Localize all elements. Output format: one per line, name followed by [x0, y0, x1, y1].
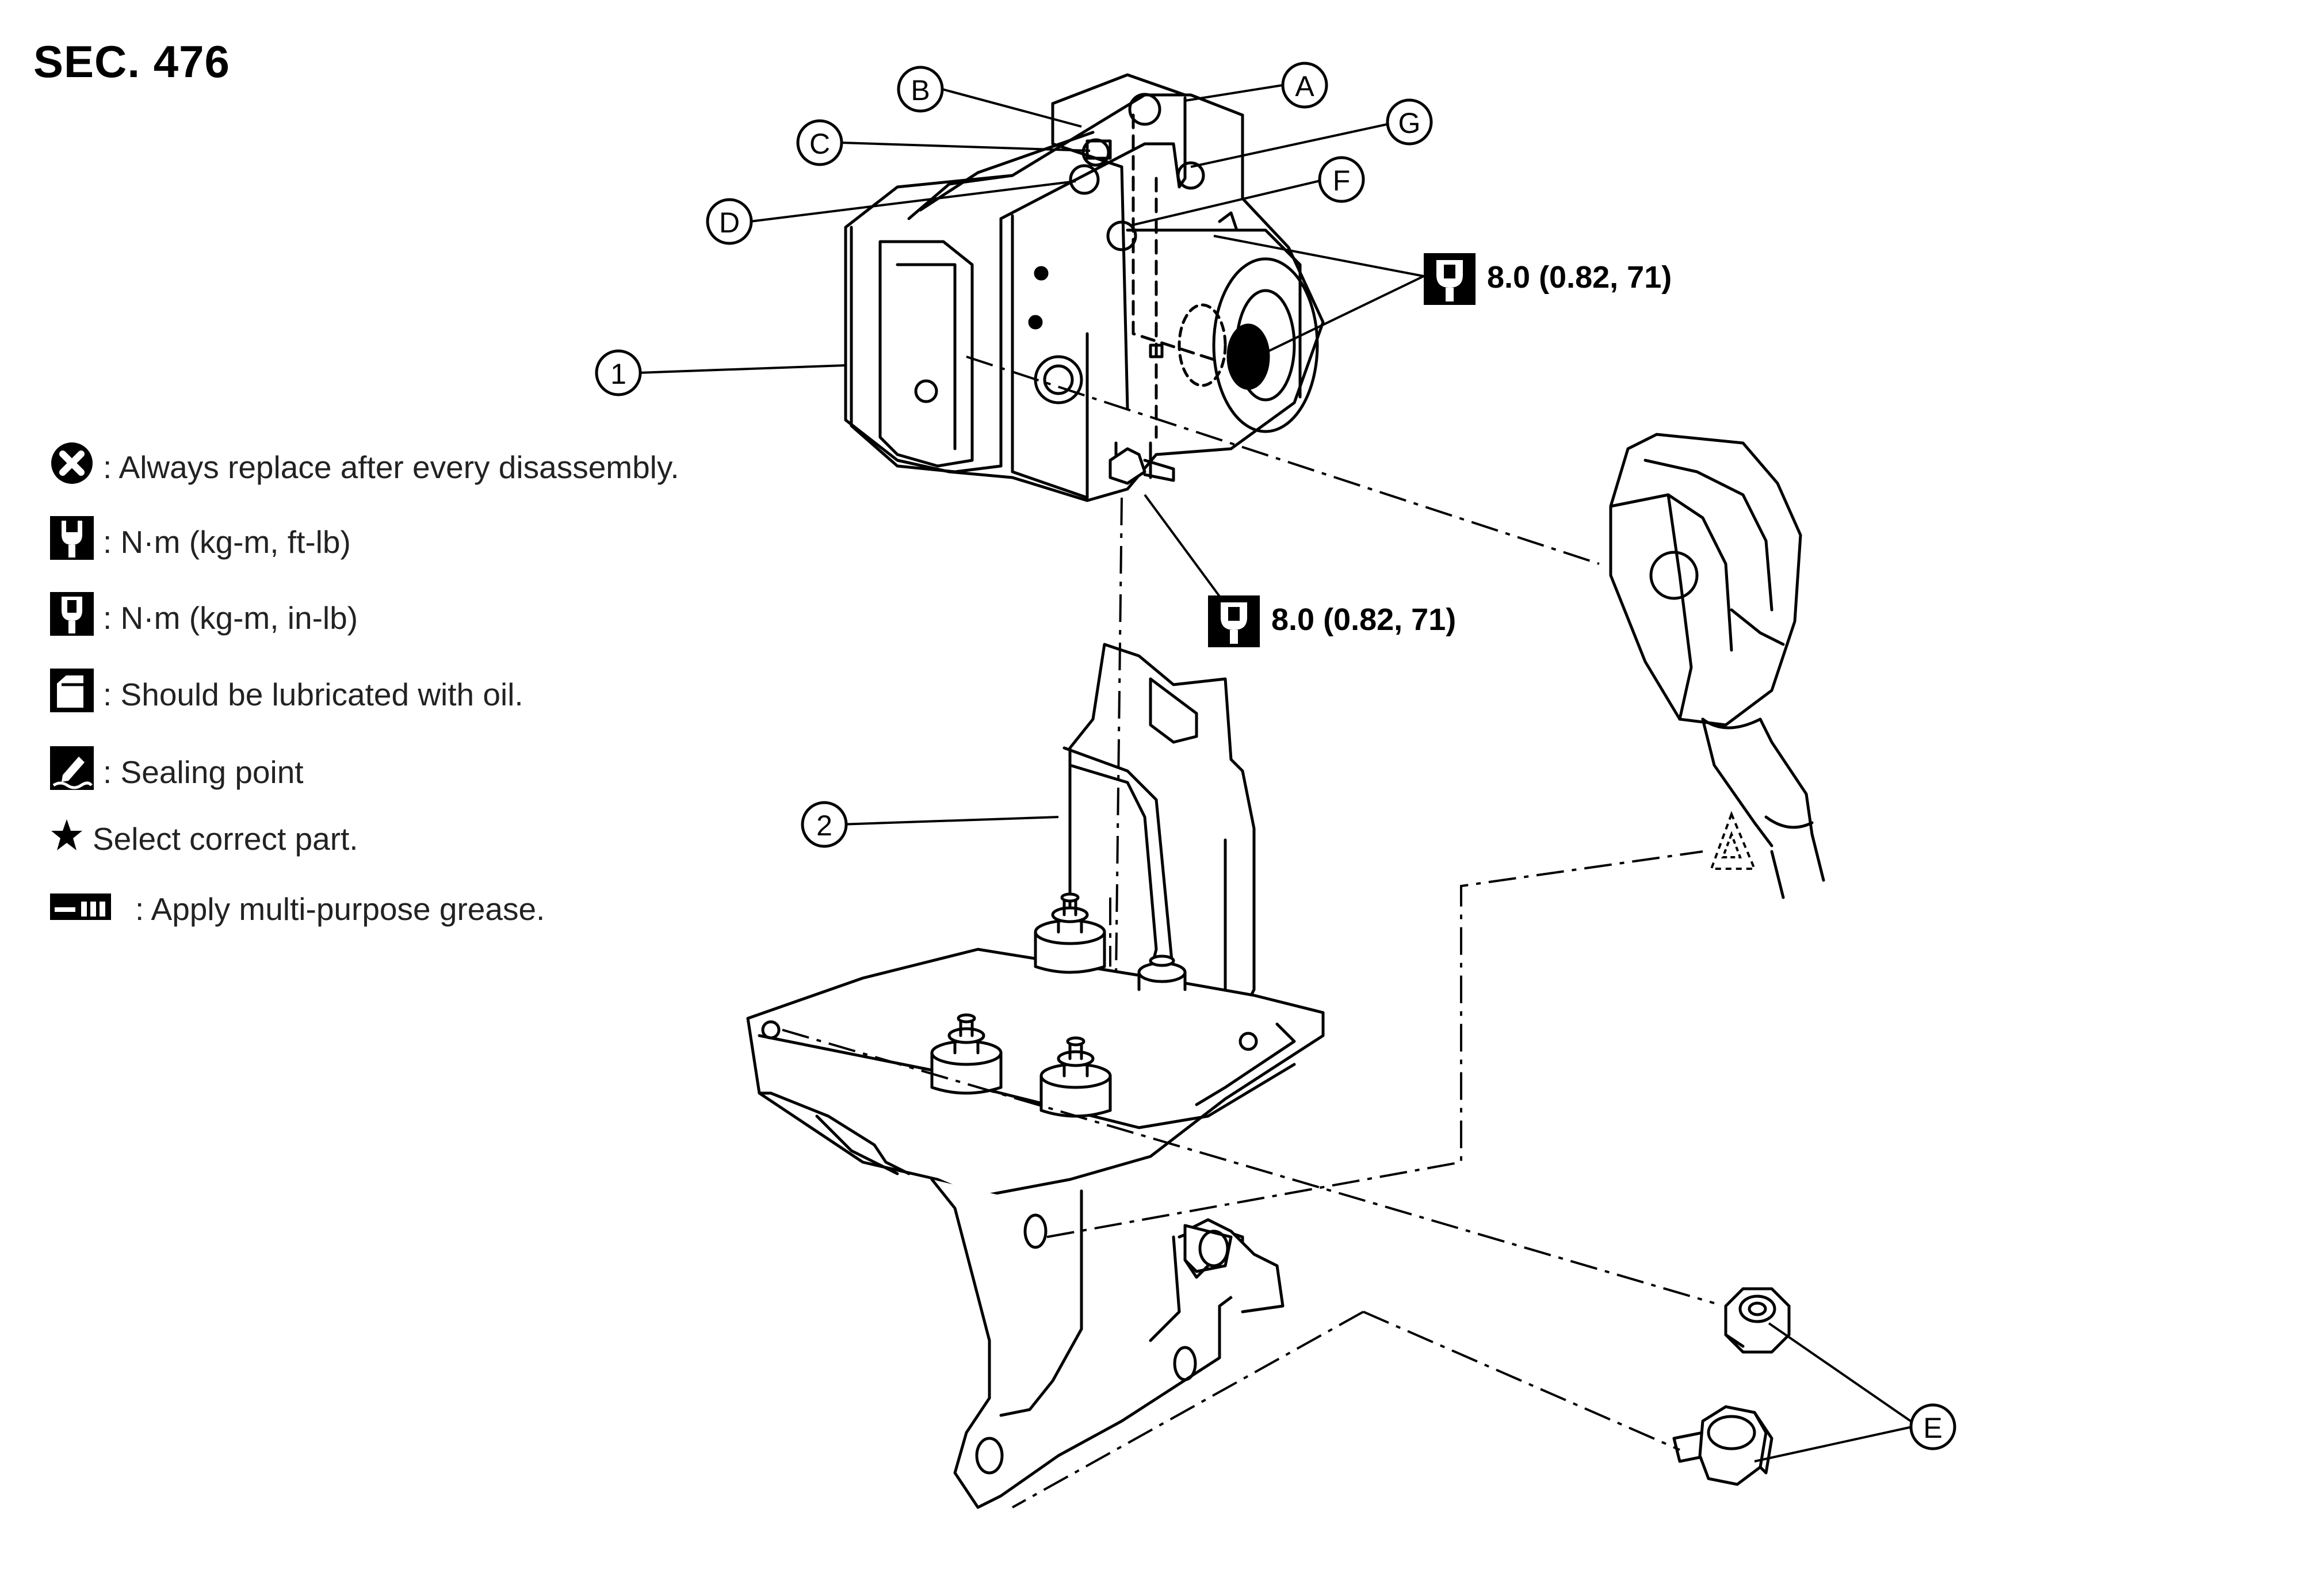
triangle-marker: [1710, 811, 1757, 870]
assembly-lines: [782, 356, 1715, 1509]
torque-spec-upper: 8.0 (0.82, 71): [1424, 253, 1672, 305]
callout-2: 2: [816, 809, 832, 842]
callout-a: A: [1295, 70, 1314, 102]
circle-x-icon: [49, 440, 95, 494]
legend-item-select: Select correct part.: [49, 817, 358, 860]
callout-g-circle: [1386, 98, 1433, 146]
callout-e-circle: [1909, 1403, 1956, 1450]
callout-c-circle: [796, 119, 843, 166]
torque-value-lower: 8.0 (0.82, 71): [1271, 602, 1456, 637]
legend-item-oil: : Should be lubricated with oil.: [49, 667, 523, 721]
legend-item-sealing: : Sealing point: [49, 745, 304, 799]
legend-text-replace: : Always replace after every disassembly…: [103, 449, 679, 485]
grease-icon: [49, 888, 112, 930]
callout-e: E: [1923, 1412, 1942, 1444]
callout-1: 1: [610, 358, 626, 390]
legend-item-grease: : Apply multi-purpose grease.: [49, 888, 545, 930]
stud-right: [1039, 1036, 1112, 1118]
callout-circles: [595, 62, 1956, 1450]
legend-text-sealing: : Sealing point: [103, 754, 304, 790]
legend-text-select: Select correct part.: [93, 820, 358, 857]
harness-connector: [1609, 433, 1825, 899]
legend-item-torque-ftlb: : N·m (kg-m, ft-lb): [49, 515, 351, 568]
callout-f-circle: [1318, 156, 1365, 203]
stud-back: [1137, 954, 1187, 991]
bolt-e: [1672, 1405, 1773, 1486]
stud-left: [930, 1013, 1003, 1095]
callout-1-circle: [595, 349, 642, 396]
legend-text-oil: : Should be lubricated with oil.: [103, 676, 523, 712]
torque-spec-lower: 8.0 (0.82, 71): [1208, 595, 1456, 647]
torque-wrench-filled-icon: [1208, 595, 1260, 647]
oil-can-icon: [49, 667, 95, 721]
star-icon: [49, 817, 85, 860]
abs-actuator-unit: [844, 73, 1325, 502]
callout-b: B: [911, 74, 930, 106]
torque-value-upper: 8.0 (0.82, 71): [1487, 260, 1672, 295]
actuator-bracket: [746, 643, 1325, 1509]
section-label: SEC. 476: [33, 36, 230, 87]
callout-d: D: [719, 207, 740, 239]
legend-item-torque-inlb: : N·m (kg-m, in-lb): [49, 591, 358, 644]
callout-d-circle: [706, 198, 753, 245]
callout-c: C: [809, 128, 830, 160]
torque-wrench-filled-icon: [1424, 253, 1476, 305]
callout-a-circle: [1281, 62, 1328, 109]
sealing-icon: [49, 745, 95, 799]
legend-text-torque-inlb: : N·m (kg-m, in-lb): [103, 600, 358, 636]
callout-2-circle: [801, 801, 848, 848]
torque-wrench-filled-icon: [49, 591, 95, 644]
legend-item-replace: : Always replace after every disassembly…: [49, 440, 679, 494]
mounting-studs: [930, 892, 1187, 1118]
legend-text-torque-ftlb: : N·m (kg-m, ft-lb): [103, 524, 351, 560]
torque-wrench-icon: [49, 515, 95, 568]
callout-g: G: [1398, 107, 1421, 139]
legend-text-grease: : Apply multi-purpose grease.: [135, 891, 545, 927]
callout-b-circle: [897, 66, 944, 113]
callout-f: F: [1333, 165, 1351, 197]
bolt-nut-e: [1724, 1287, 1791, 1354]
stud-top: [1034, 892, 1106, 974]
leader-lines: [638, 84, 1918, 1463]
